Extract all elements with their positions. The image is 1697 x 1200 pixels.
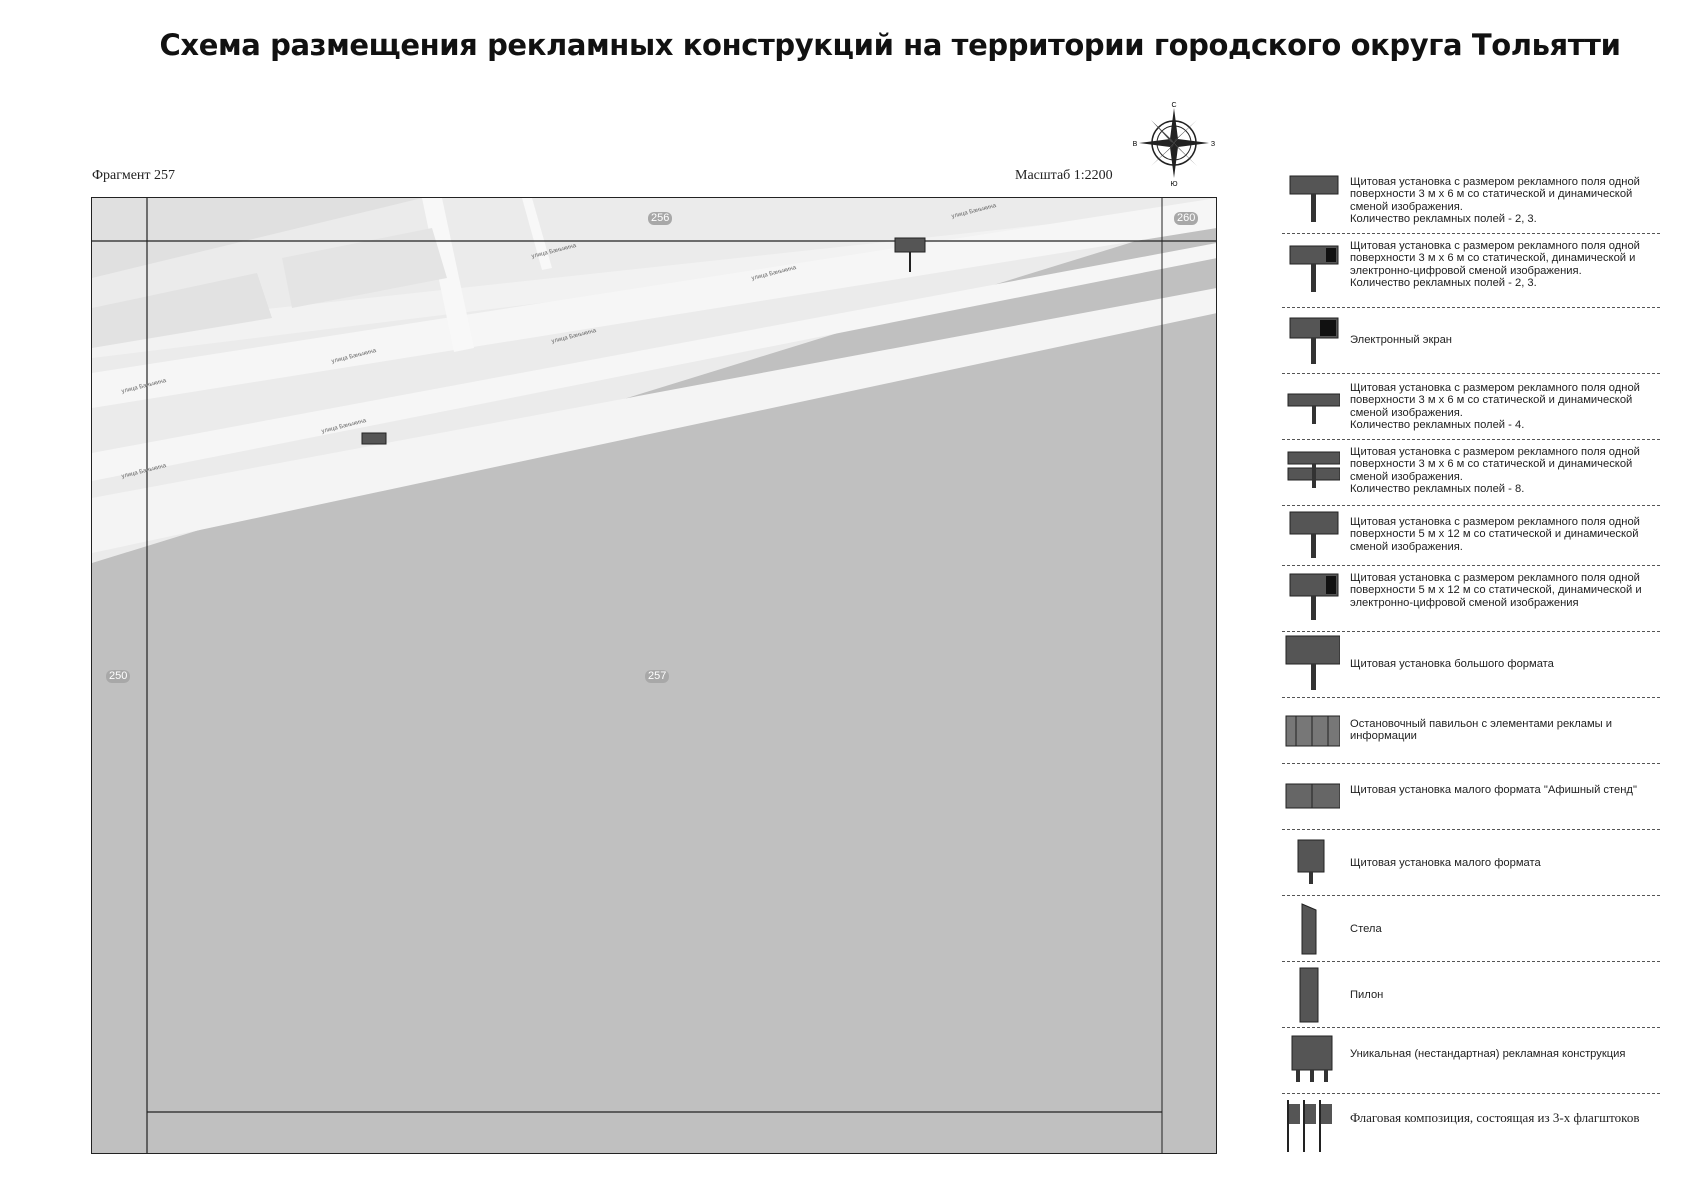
legend-text: Остановочный павильон с элементами рекла…: [1350, 718, 1613, 743]
legend-text: Щитовая установка с размером рекламного …: [1350, 516, 1640, 553]
legend-text: Электронный экран: [1350, 334, 1452, 346]
legend-item: Щитовая установка с размером рекламного …: [1282, 440, 1660, 506]
billboard-4-fields-icon: [1287, 393, 1340, 424]
billboard-5x12-digital-icon: [1289, 573, 1339, 620]
legend-text: Уникальная (нестандартная) рекламная кон…: [1350, 1048, 1626, 1060]
legend-item: Щитовая установка с размером рекламного …: [1282, 170, 1660, 234]
scale-label: Масштаб 1:2200: [1015, 168, 1113, 183]
fragment-number-top-right[interactable]: 260: [1174, 212, 1199, 225]
legend-text: Щитовая установка с размером рекламного …: [1350, 446, 1640, 496]
legend-item: Щитовая установка малого формата "Афишны…: [1282, 764, 1660, 830]
legend-item: Щитовая установка с размером рекламного …: [1282, 234, 1660, 308]
unique-structure-icon: [1291, 1035, 1333, 1082]
compass-w-label: В: [1133, 141, 1138, 148]
billboard-5x12-icon: [1289, 511, 1339, 558]
compass-n-label: С: [1171, 102, 1176, 109]
billboard-3x6-icon: [1289, 175, 1339, 222]
billboard-8-fields-icon: [1287, 451, 1340, 488]
legend-text: Щитовая установка с размером рекламного …: [1350, 240, 1640, 290]
poster-stand-icon: [1285, 783, 1340, 809]
legend-item: Щитовая установка с размером рекламного …: [1282, 374, 1660, 440]
legend-item: Остановочный павильон с элементами рекла…: [1282, 698, 1660, 764]
legend-item: Уникальная (нестандартная) рекламная кон…: [1282, 1028, 1660, 1094]
compass-rose-icon: С Ю В З: [1133, 102, 1215, 186]
compass-s-label: Ю: [1170, 181, 1177, 186]
map-fragment[interactable]: улица Баныкина улица Баныкина улица Баны…: [91, 197, 1217, 1154]
fragment-number-center[interactable]: 257: [645, 670, 670, 683]
legend-text: Щитовая установка малого формата "Афишны…: [1350, 784, 1637, 796]
cross-street: [422, 198, 474, 352]
flag-composition-icon: [1287, 1100, 1332, 1152]
fragment-number-top[interactable]: 256: [648, 212, 673, 225]
road-band: [92, 288, 1216, 553]
fragment-number-left[interactable]: 250: [106, 670, 131, 683]
cross-street: [522, 198, 552, 270]
legend-text: Пилон: [1350, 989, 1384, 1001]
billboard-marker: [894, 237, 926, 272]
fragment-label: Фрагмент 257: [92, 168, 176, 183]
billboard-marker: [361, 432, 387, 445]
block: [92, 273, 272, 348]
block: [92, 198, 422, 278]
legend-item: Щитовая установка малого формата: [1282, 830, 1660, 896]
electronic-screen-icon: [1289, 317, 1339, 364]
legend-item: Пилон: [1282, 962, 1660, 1028]
pylon-icon: [1299, 967, 1319, 1023]
billboard-3x6-digital-icon: [1289, 245, 1339, 292]
legend-item: Щитовая установка большого формата: [1282, 632, 1660, 698]
bus-stop-pavilion-icon: [1285, 715, 1340, 747]
legend-text: Щитовая установка малого формата: [1350, 857, 1541, 869]
legend-item: Стела: [1282, 896, 1660, 962]
block: [282, 228, 447, 308]
road-band: [92, 243, 1216, 481]
large-billboard-icon: [1285, 635, 1340, 690]
legend-item: Щитовая установка с размером рекламного …: [1282, 566, 1660, 632]
legend-text: Стела: [1350, 923, 1382, 935]
legend-item: Щитовая установка с размером рекламного …: [1282, 506, 1660, 566]
page-title: Схема размещения рекламных конструкций н…: [159, 28, 1621, 62]
legend-text: Щитовая установка с размером рекламного …: [1350, 382, 1640, 432]
stele-icon: [1301, 903, 1317, 955]
legend-text: Щитовая установка с размером рекламного …: [1350, 572, 1642, 609]
small-billboard-icon: [1297, 839, 1325, 884]
road-band: [92, 198, 1216, 408]
legend-text: Щитовая установка большого формата: [1350, 658, 1554, 670]
legend: Щитовая установка с размером рекламного …: [1282, 170, 1660, 1160]
compass-e-label: З: [1211, 141, 1215, 148]
legend-item: Флаговая композиция, состоящая из 3-х фл…: [1282, 1094, 1660, 1160]
legend-item: Электронный экран: [1282, 308, 1660, 374]
legend-text: Флаговая композиция, состоящая из 3-х фл…: [1350, 1110, 1640, 1125]
legend-text: Щитовая установка с размером рекламного …: [1350, 176, 1640, 226]
